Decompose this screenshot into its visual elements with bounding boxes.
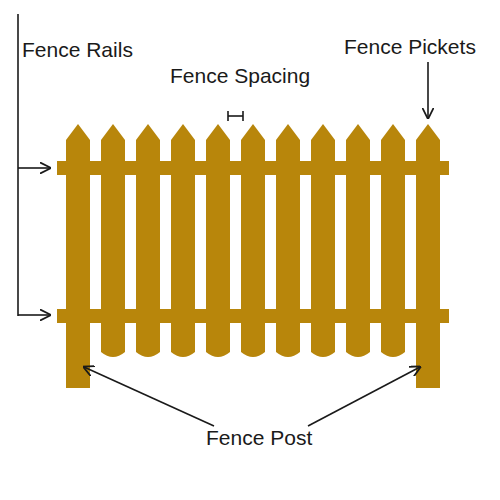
fence-rails bbox=[57, 161, 449, 323]
part-label: Fence Pickets bbox=[344, 35, 476, 59]
spacing-dimension bbox=[228, 115, 243, 117]
leader-arrow bbox=[84, 367, 214, 426]
leader-arrow bbox=[308, 367, 420, 426]
leader-lines bbox=[18, 14, 428, 426]
fence-rail bbox=[57, 309, 449, 323]
fence-rail bbox=[57, 161, 449, 175]
part-label: Fence Post bbox=[206, 426, 312, 450]
leader-arrow bbox=[427, 62, 429, 118]
leader-arrow bbox=[18, 314, 50, 316]
part-label: Fence Spacing bbox=[170, 64, 310, 88]
rails-bracket bbox=[17, 14, 19, 316]
leader-arrow bbox=[18, 167, 50, 169]
dimension-tick bbox=[227, 111, 229, 121]
dimension-tick bbox=[242, 111, 244, 121]
part-label: Fence Rails bbox=[22, 38, 133, 62]
